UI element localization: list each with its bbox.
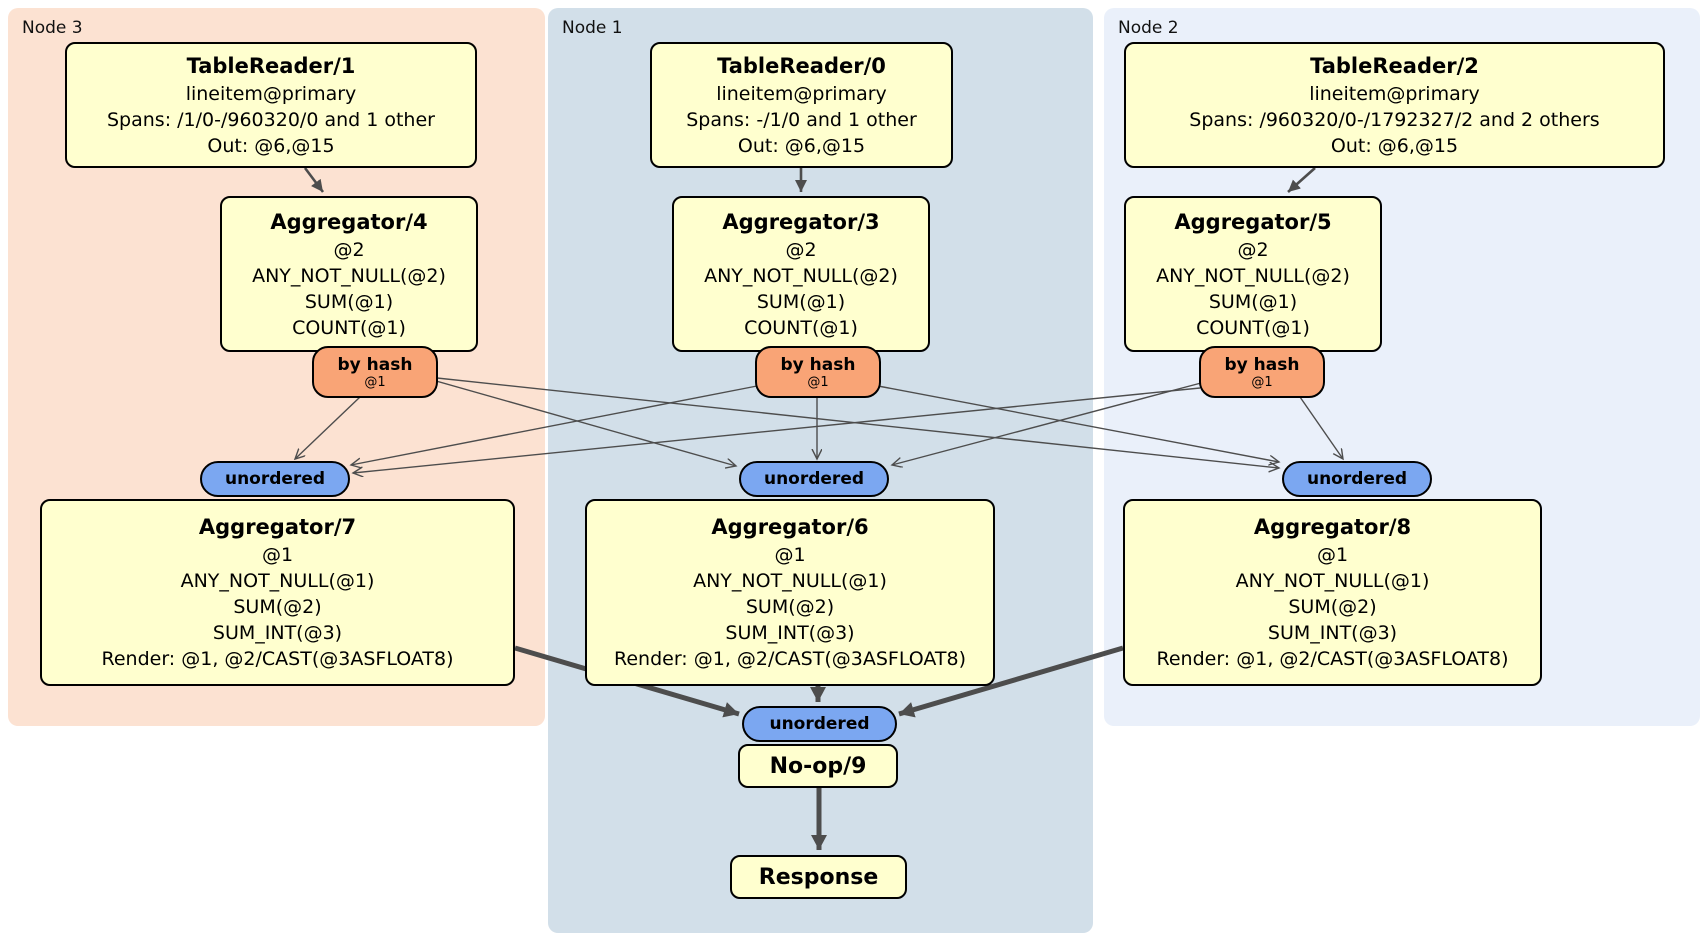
edge-3 — [295, 396, 361, 459]
region-node-1-label: Node 1 — [562, 18, 623, 38]
edge-8 — [877, 385, 1279, 462]
edge-0 — [303, 167, 325, 193]
edge-4 — [435, 380, 736, 466]
region-node-2-label: Node 2 — [1118, 18, 1179, 38]
edge-9 — [353, 387, 1201, 473]
region-node-3-label: Node 3 — [22, 18, 83, 38]
edge-6 — [351, 385, 758, 465]
edge-14 — [898, 645, 1124, 718]
edge-10 — [892, 382, 1202, 465]
edge-11 — [1299, 396, 1343, 459]
edge-2 — [1287, 167, 1316, 193]
edge-12 — [514, 645, 740, 718]
